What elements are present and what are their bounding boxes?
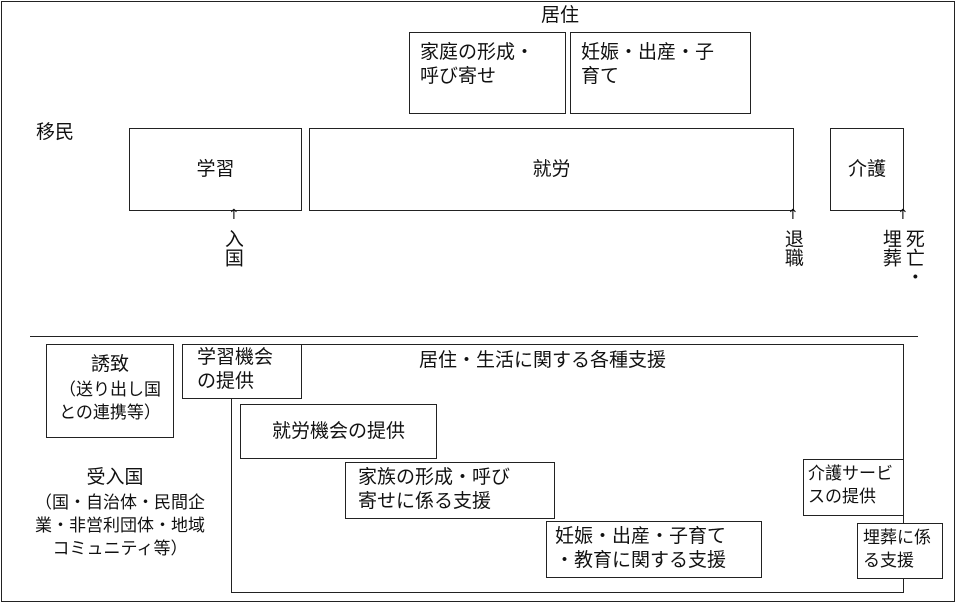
study-opportunity-line1: 学習機会 xyxy=(197,346,274,368)
burial-label: 埋葬 xyxy=(879,229,902,267)
work-label: 就労 xyxy=(532,157,571,180)
childcare-support-box: 妊娠・出産・子育て ・教育に関する支援 xyxy=(546,521,762,578)
care-service-box: 介護サービ スの提供 xyxy=(803,459,904,516)
receiving-country-title: 受入国 xyxy=(86,466,144,488)
attract-title: 誘致 xyxy=(90,353,129,375)
care-box: 介護 xyxy=(830,128,904,211)
family-support-box: 家族の形成・呼び 寄せに係る支援 xyxy=(345,462,555,519)
section-divider xyxy=(30,336,918,337)
living-support-title: 居住・生活に関する各種支援 xyxy=(419,349,667,371)
death-label: 死亡・ xyxy=(902,229,925,286)
burial-support-box: 埋葬に係 る支援 xyxy=(857,523,943,579)
study-label: 学習 xyxy=(196,157,235,180)
work-opportunity-label: 就労機会の提供 xyxy=(271,419,405,442)
death-arrow: ↑ xyxy=(897,207,909,223)
burial-support-line2: る支援 xyxy=(863,551,914,571)
receiving-country-sub-line3: コミュニティ等） xyxy=(52,539,188,559)
family-formation-line1: 家庭の形成・ xyxy=(420,41,535,63)
study-box: 学習 xyxy=(129,128,302,211)
work-opportunity-box: 就労機会の提供 xyxy=(240,404,437,459)
family-formation-box: 家庭の形成・ 呼び寄せ xyxy=(409,32,566,114)
pregnancy-childcare-line1: 妊娠・出産・子 xyxy=(581,41,715,63)
retire-label: 退職 xyxy=(781,229,804,267)
attract-sub-line1: （送り出し国 xyxy=(59,380,161,400)
care-service-line1: 介護サービ xyxy=(808,464,893,484)
migrant-label: 移民 xyxy=(36,121,75,143)
receiving-country-sub-line1: （国・自治体・民間企 xyxy=(35,493,205,513)
family-formation-line2: 呼び寄せ xyxy=(420,64,497,87)
entry-arrow: ↑ xyxy=(228,207,240,223)
attract-box: 誘致 （送り出し国 との連携等） xyxy=(46,344,174,438)
pregnancy-childcare-line2: 育て xyxy=(581,64,620,87)
retire-arrow: ↑ xyxy=(787,207,799,223)
family-support-line1: 家族の形成・呼び xyxy=(358,466,511,488)
study-opportunity-box: 学習機会 の提供 xyxy=(182,344,302,399)
care-label: 介護 xyxy=(847,157,886,180)
family-support-line2: 寄せに係る支援 xyxy=(358,490,492,512)
receiving-country-sub-line2: 業・非営利団体・地域 xyxy=(35,516,205,536)
childcare-support-line2: ・教育に関する支援 xyxy=(555,549,727,571)
attract-sub-line2: との連携等） xyxy=(59,403,161,423)
childcare-support-line1: 妊娠・出産・子育て xyxy=(555,525,727,547)
care-service-line2: スの提供 xyxy=(808,487,876,507)
study-opportunity-line2: の提供 xyxy=(197,370,255,392)
pregnancy-childcare-box: 妊娠・出産・子 育て xyxy=(570,32,751,114)
residence-label: 居住 xyxy=(541,4,580,26)
burial-support-line1: 埋葬に係 xyxy=(863,528,931,548)
entry-label: 入国 xyxy=(221,229,244,267)
work-box: 就労 xyxy=(309,128,794,211)
